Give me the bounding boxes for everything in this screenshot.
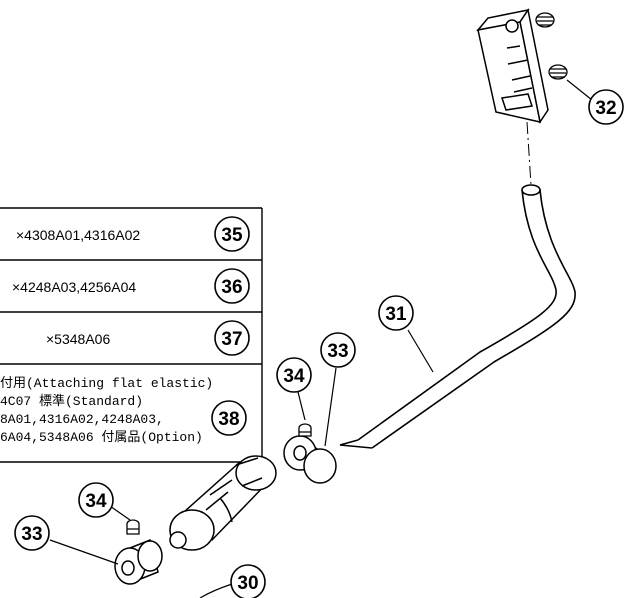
set-screw-32a (535, 12, 555, 28)
part-31-callout: 31 (378, 295, 414, 331)
svg-text:37: 37 (221, 329, 242, 350)
svg-text:33: 33 (327, 341, 348, 362)
leader-30 (199, 583, 233, 598)
note-line-1: 付用(Attaching flat elastic) (0, 376, 213, 391)
svg-text:32: 32 (595, 98, 616, 119)
part-37-callout: 37 (214, 320, 250, 356)
svg-text:35: 35 (221, 225, 243, 246)
note-line-4: 6A04,5348A06 付属品(Option) (0, 430, 203, 445)
part-33-lower-callout: 33 (14, 515, 50, 551)
center-line (526, 121, 532, 186)
leader-32 (566, 79, 593, 101)
bent-rod-part (339, 184, 576, 449)
svg-text:38: 38 (218, 409, 239, 430)
part-34-upper-callout: 34 (276, 357, 312, 393)
bracket-block-part (476, 8, 549, 124)
svg-text:30: 30 (237, 573, 258, 594)
svg-text:33: 33 (21, 524, 42, 545)
leader-33-upper (324, 367, 337, 447)
variant-table (0, 207, 263, 463)
leader-34-lower (109, 505, 131, 521)
part-38-callout: 38 (211, 400, 247, 436)
note-line-2: 4C07 標準(Standard) (0, 393, 143, 409)
lower-collar-part (114, 538, 163, 585)
part-35-callout: 35 (214, 216, 250, 252)
part-34-lower-callout: 34 (78, 482, 114, 518)
upper-collar-part (283, 435, 337, 484)
svg-text:36: 36 (221, 277, 242, 298)
leader-33-lower (49, 539, 119, 565)
leader-34-upper (297, 391, 306, 421)
part-36-callout: 36 (214, 268, 250, 304)
variant-row-2-text: ×4248A03,4256A04 (12, 279, 136, 295)
svg-text:34: 34 (283, 366, 305, 387)
leader-31 (407, 329, 434, 373)
variant-row-3-text: ×5348A06 (46, 331, 110, 347)
set-screw-34-lower (126, 519, 140, 535)
set-screw-34-upper (298, 423, 312, 437)
note-line-3: 8A01,4316A02,4248A03, (0, 412, 164, 427)
set-screw-32b (548, 64, 568, 80)
roller-part (169, 455, 277, 551)
part-32-callout: 32 (588, 89, 624, 125)
svg-text:34: 34 (85, 491, 107, 512)
variant-row-1-text: ×4308A01,4316A02 (16, 227, 140, 243)
part-33-upper-callout: 33 (320, 332, 356, 368)
svg-text:31: 31 (385, 304, 407, 325)
part-30-callout: 30 (230, 564, 266, 598)
